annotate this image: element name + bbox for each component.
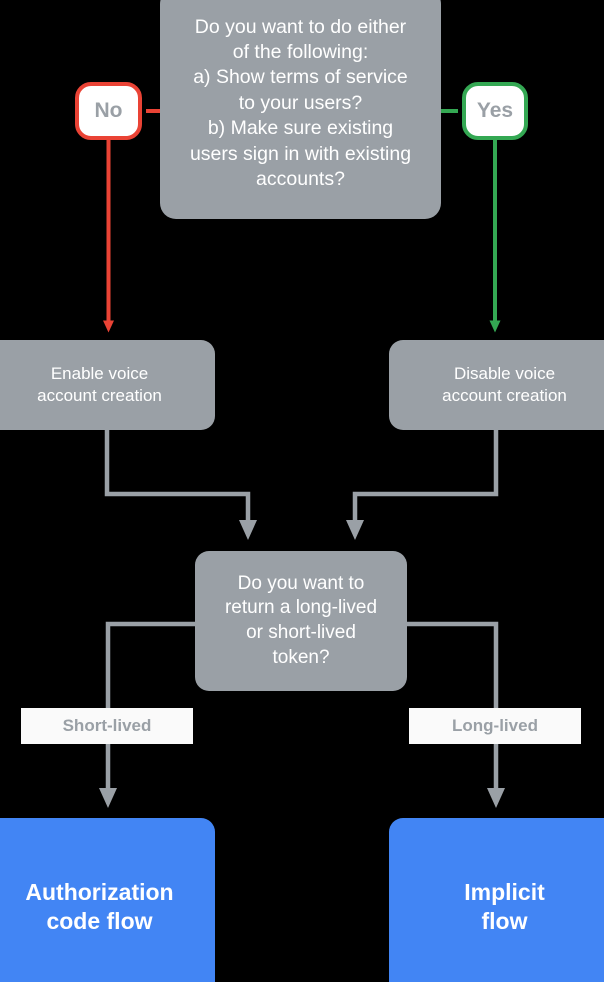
wire-token-to-authcode — [99, 621, 195, 808]
badge-yes[interactable]: Yes — [462, 82, 528, 140]
wire-disable-to-token — [346, 430, 499, 540]
edge-label-long-lived: Long-lived — [409, 708, 581, 744]
badge-yes-label: Yes — [476, 99, 514, 122]
wire-enable-to-token — [104, 430, 257, 540]
edge-label-long-lived-text: Long-lived — [452, 716, 538, 735]
badge-no[interactable]: No — [75, 82, 142, 140]
edge-label-short-lived: Short-lived — [21, 708, 193, 744]
wire-token-to-implicit — [407, 621, 505, 808]
edge-label-short-lived-text: Short-lived — [62, 716, 152, 735]
badge-no-label: No — [94, 99, 123, 122]
